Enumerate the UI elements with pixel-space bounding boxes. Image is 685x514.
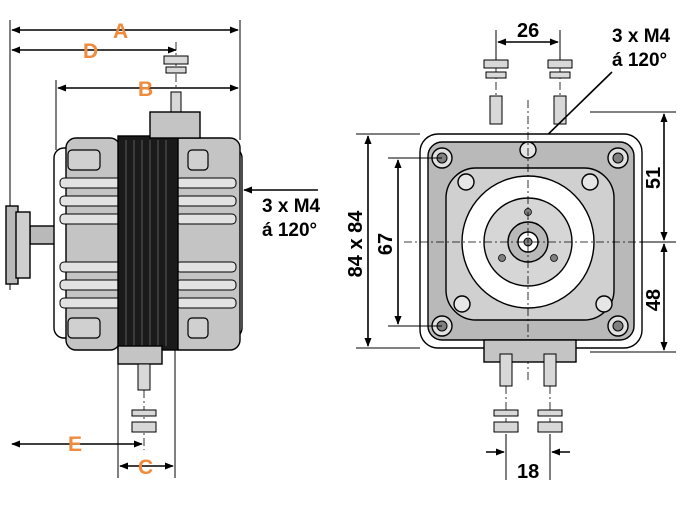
dim-label-26: 26: [517, 20, 539, 42]
dim-label-e: E: [68, 433, 82, 456]
side-view: A D B: [5, 20, 321, 479]
side-note-line2: á 120°: [262, 220, 317, 241]
top-mount-block: [149, 111, 201, 139]
front-note-line1: 3 x M4: [612, 26, 671, 47]
bottom-mount-block: [117, 345, 163, 365]
dim-label-67: 67: [375, 233, 397, 255]
top-washer: [165, 66, 187, 74]
bottom-stud: [137, 363, 151, 391]
hub-holes: [498, 208, 558, 262]
bottom-washer: [131, 409, 157, 417]
dim-label-84x84: 84 x 84: [345, 210, 367, 278]
side-note-line1: 3 x M4: [262, 196, 321, 217]
front-bottom-screws: [493, 353, 563, 434]
stator-coil: [117, 135, 179, 351]
inner-mounting-holes: [453, 141, 613, 313]
dim-label-a: A: [113, 20, 128, 43]
dim-label-51: 51: [643, 167, 665, 189]
dim-label-b: B: [138, 78, 153, 101]
lamination-lines: [125, 140, 167, 346]
front-view: 26 3 x M4 á 120°: [345, 20, 676, 483]
front-top-screws: [483, 50, 573, 125]
front-bottom-mount: [483, 339, 577, 363]
bottom-nut: [131, 421, 157, 433]
dim-label-18: 18: [517, 461, 539, 483]
dim-label-d: D: [83, 40, 98, 63]
dim-label-c: C: [138, 456, 153, 479]
dim-label-48: 48: [643, 289, 665, 311]
shaft-hub: [15, 211, 31, 279]
side-bolts: [67, 149, 209, 339]
top-nut: [163, 55, 189, 65]
top-stud: [170, 91, 182, 115]
front-note-line2: á 120°: [612, 50, 667, 71]
